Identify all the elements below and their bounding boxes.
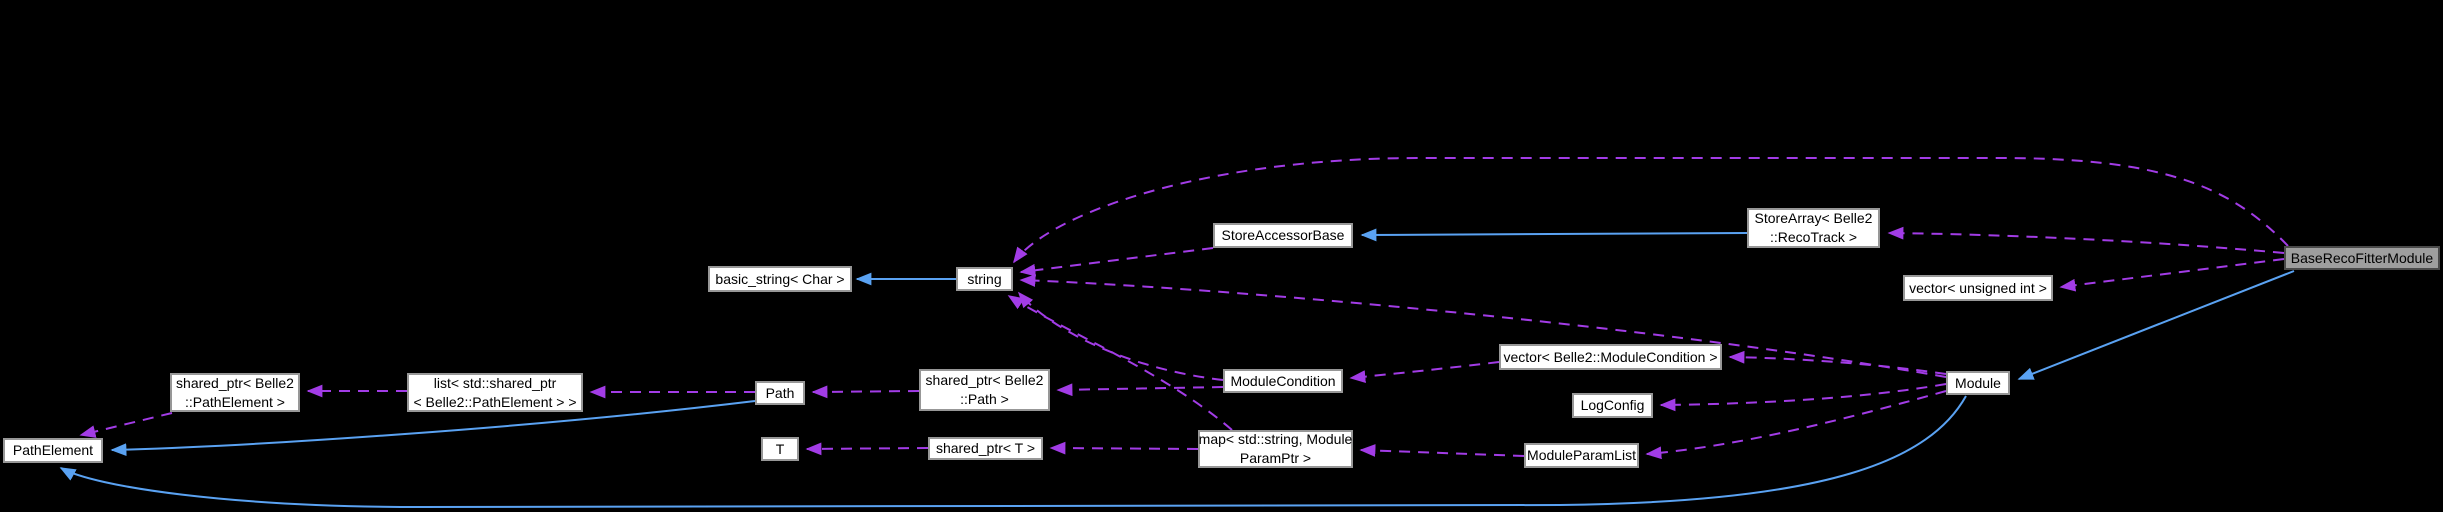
node-modulecondition[interactable]: ModuleCondition — [1223, 369, 1343, 393]
edge-map-to-sharedptr-t — [1049, 441, 1199, 455]
edge-module-to-pathelement — [59, 395, 1967, 509]
edge-map-to-string — [1007, 295, 1233, 431]
node-pathelement[interactable]: PathElement — [3, 438, 103, 463]
edge-module-to-vector-modulecondition — [1728, 350, 1947, 375]
edge-baserecofittermodule-to-vector-uint — [2059, 258, 2285, 292]
node-storearray-recotrack[interactable]: StoreArray< Belle2 ::RecoTrack > — [1747, 208, 1880, 248]
edge-module-to-logconfig — [1659, 383, 1947, 412]
node-sharedptr-t[interactable]: shared_ptr< T > — [928, 437, 1043, 460]
node-module[interactable]: Module — [1946, 371, 2010, 395]
node-vector-unsigned-int[interactable]: vector< unsigned int > — [1903, 275, 2053, 301]
node-basic-string[interactable]: basic_string< Char > — [708, 266, 852, 292]
node-list-sharedptr-pathelement[interactable]: list< std::shared_ptr < Belle2::PathElem… — [407, 373, 583, 412]
edge-baserecofittermodule-to-module — [2017, 270, 2295, 380]
node-vector-modulecondition[interactable]: vector< Belle2::ModuleCondition > — [1499, 344, 1722, 370]
node-path[interactable]: Path — [755, 381, 805, 405]
edge-moduleparamlist-to-map — [1359, 444, 1525, 457]
node-string[interactable]: string — [956, 267, 1013, 291]
edge-sharedptr-path-to-path — [811, 385, 920, 399]
node-moduleparamlist[interactable]: ModuleParamList — [1524, 443, 1639, 468]
edge-storearray-to-storeaccessorbase — [1360, 228, 1748, 242]
node-baserecofittermodule[interactable]: BaseRecoFitterModule — [2284, 246, 2440, 270]
node-map-string-moduleparamptr[interactable]: map< std::string, Module ParamPtr > — [1198, 430, 1353, 468]
node-t[interactable]: T — [761, 437, 799, 461]
edge-vector-modulecondition-to-modulecondition — [1349, 361, 1500, 383]
node-sharedptr-pathelement[interactable]: shared_ptr< Belle2 ::PathElement > — [170, 373, 300, 412]
node-sharedptr-path[interactable]: shared_ptr< Belle2 ::Path > — [919, 369, 1050, 411]
edge-path-to-pathelement — [110, 400, 756, 457]
edge-sharedptr-t-to-t — [805, 442, 929, 456]
edge-storeaccessorbase-to-string — [1019, 247, 1214, 277]
edge-sharedptr-pathelement-to-pathelement — [79, 412, 173, 438]
edge-modulecondition-to-string — [1017, 291, 1224, 381]
edge-module-to-string — [1019, 274, 1947, 378]
node-storeaccessorbase[interactable]: StoreAccessorBase — [1213, 223, 1353, 248]
edge-baserecofittermodule-to-storearray — [1887, 226, 2285, 254]
node-logconfig[interactable]: LogConfig — [1572, 393, 1653, 418]
edge-module-to-moduleparamlist — [1645, 390, 1947, 460]
edge-baserecofittermodule-to-string — [1013, 157, 2289, 264]
edge-modulecondition-to-sharedptr-path — [1056, 383, 1224, 397]
